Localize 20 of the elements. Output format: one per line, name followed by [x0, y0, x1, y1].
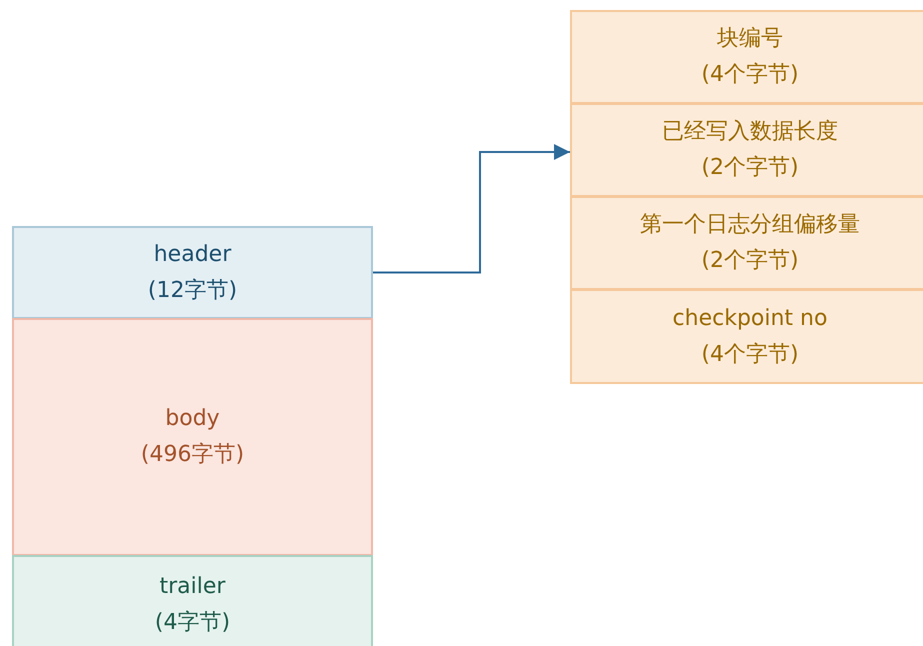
byte-size: (496字节): [140, 441, 244, 469]
field-block: [570, 103, 923, 197]
byte-size: (4个字节): [701, 61, 799, 89]
header-block: [12, 226, 373, 319]
field-name: body: [165, 405, 220, 433]
trailer-block: [12, 555, 373, 646]
field-name: checkpoint no: [672, 304, 828, 332]
byte-size: (2个字节): [701, 154, 799, 182]
byte-size: (2个字节): [701, 247, 799, 275]
field-block: [570, 196, 923, 290]
byte-size: (4字节): [154, 609, 230, 637]
field-name: trailer: [160, 573, 226, 601]
body-block: [12, 318, 373, 556]
field-name: 块编号: [717, 25, 783, 53]
field-name: 第一个日志分组偏移量: [640, 211, 860, 239]
byte-size: (4个字节): [701, 340, 799, 368]
field-name: 已经写入数据长度: [662, 118, 838, 146]
arrow: [373, 144, 570, 274]
byte-size: (12字节): [148, 276, 238, 304]
field-name: header: [154, 240, 232, 268]
